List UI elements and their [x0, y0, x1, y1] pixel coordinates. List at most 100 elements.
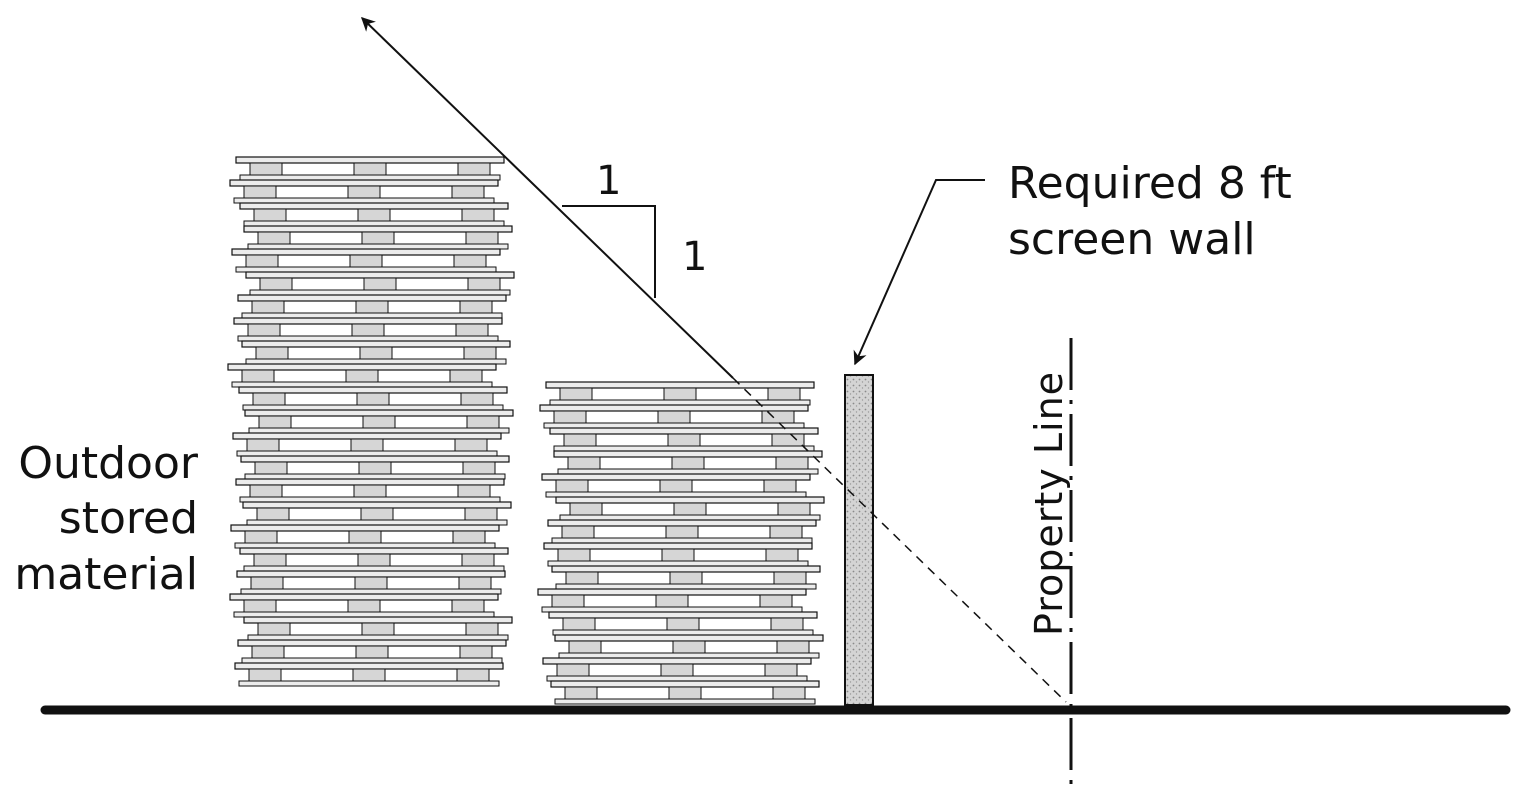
- tall-pallet-stack: [227, 156, 515, 687]
- pallet-block: [462, 461, 496, 475]
- pallet-board: [237, 639, 507, 647]
- pallet-block: [667, 433, 701, 447]
- pallet-board: [239, 202, 509, 210]
- pallet-block: [456, 668, 490, 682]
- pallet-block: [361, 231, 395, 245]
- pallet-block: [355, 300, 389, 314]
- slope-vertical-label: 1: [682, 234, 707, 280]
- pallet-board: [549, 427, 819, 435]
- pallet-block: [459, 645, 493, 659]
- pallet-block: [761, 410, 795, 424]
- material-label-line-2: stored: [59, 493, 198, 544]
- pallet-board: [545, 381, 815, 389]
- pallet-block: [253, 553, 287, 567]
- pallet-block: [251, 645, 285, 659]
- pallet-block: [461, 553, 495, 567]
- pallet-block: [353, 484, 387, 498]
- pallet-block: [360, 507, 394, 521]
- pallet-board: [238, 386, 508, 394]
- pallet-board: [239, 496, 501, 503]
- pallet-board: [246, 519, 508, 526]
- pallet-block: [251, 300, 285, 314]
- pallet-block: [257, 622, 291, 636]
- pallet-board: [237, 335, 499, 342]
- material-label-line-3: material: [14, 549, 198, 600]
- pallet-block: [773, 571, 807, 585]
- pallet-board: [241, 340, 511, 348]
- pallet-block: [245, 254, 279, 268]
- pallet-block: [249, 162, 283, 176]
- pallet-board: [229, 593, 499, 601]
- pallet-board: [555, 496, 825, 504]
- pallet-block: [556, 663, 590, 677]
- pallet-block: [671, 456, 705, 470]
- pallet-block: [663, 387, 697, 401]
- pallet-block: [765, 548, 799, 562]
- pallet-block: [666, 617, 700, 631]
- pallet-board: [550, 680, 820, 688]
- pallet-board: [243, 616, 513, 624]
- pallet-block: [769, 525, 803, 539]
- pallet-board: [553, 450, 823, 458]
- pallet-board: [231, 381, 493, 388]
- pallet-board: [244, 473, 506, 480]
- pallet-block: [759, 594, 793, 608]
- pallet-board: [547, 560, 809, 567]
- pallet-block: [452, 530, 486, 544]
- pallet-board: [247, 634, 509, 641]
- pallet-block: [255, 346, 289, 360]
- slope-ratio-triangle: [562, 205, 656, 298]
- pallet-board: [541, 606, 803, 613]
- pallet-board: [247, 243, 509, 250]
- pallet-board: [551, 565, 821, 573]
- pallet-board: [235, 266, 497, 273]
- pallet-block: [458, 576, 492, 590]
- pallet-block: [775, 456, 809, 470]
- pallet-board: [235, 478, 505, 486]
- pallet-block: [561, 525, 595, 539]
- pallet-block: [460, 392, 494, 406]
- pallet-block: [358, 461, 392, 475]
- pallet-board: [242, 501, 512, 509]
- pallet-board: [240, 455, 510, 463]
- pallet-board: [232, 432, 502, 440]
- pallet-board: [242, 404, 504, 411]
- pallet-block: [465, 622, 499, 636]
- pallet-block: [363, 277, 397, 291]
- wall-callout-leader: [853, 179, 985, 366]
- pallet-block: [359, 346, 393, 360]
- slope-horizontal-label: 1: [596, 158, 621, 204]
- pallet-block: [352, 668, 386, 682]
- pallet-block: [457, 484, 491, 498]
- pallet-block: [249, 484, 283, 498]
- pallet-block: [244, 530, 278, 544]
- pallet-board: [243, 225, 513, 233]
- pallet-block: [457, 162, 491, 176]
- pallet-board: [245, 271, 515, 279]
- pallet-block: [345, 369, 379, 383]
- pallet-block: [466, 415, 500, 429]
- pallet-block: [665, 525, 699, 539]
- pallet-block: [362, 415, 396, 429]
- pallet-block: [770, 617, 804, 631]
- pallet-block: [569, 502, 603, 516]
- wall-callout-line-2: screen wall: [1008, 214, 1256, 265]
- pallet-block: [657, 410, 691, 424]
- pallet-block: [348, 530, 382, 544]
- pallet-board: [235, 156, 505, 164]
- pallet-board: [239, 547, 509, 555]
- pallet-block: [354, 576, 388, 590]
- pallet-board: [227, 363, 497, 371]
- pallet-board: [553, 445, 815, 452]
- pallet-block: [465, 231, 499, 245]
- pallet-block: [243, 185, 277, 199]
- pallet-block: [672, 640, 706, 654]
- pallet-block: [248, 668, 282, 682]
- pallet-block: [361, 622, 395, 636]
- pallet-board: [543, 422, 805, 429]
- pallet-board: [558, 652, 820, 659]
- pallet-block: [353, 162, 387, 176]
- pallet-block: [669, 571, 703, 585]
- pallet-block: [668, 686, 702, 700]
- pallet-block: [259, 277, 293, 291]
